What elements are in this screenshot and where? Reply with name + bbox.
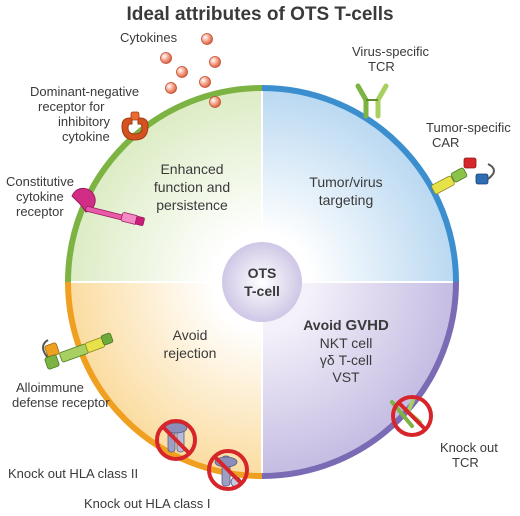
arc-purple [261,281,459,479]
ko-tcr-no-sign-icon [391,395,433,437]
label-cytokines: Cytokines [120,30,178,45]
label-ko-tcr-1: Knock out [440,440,498,455]
label-dominant-negative-4: cytokine [62,129,110,144]
q-top-right-line1: Tumor/virus [309,174,382,190]
q-bottom-right-item-1: NKT cell [320,335,373,351]
label-dominant-negative-2: receptor for [38,99,105,114]
tumor-car-icon [431,157,495,195]
q-bottom-right-item-3: VST [332,369,360,385]
diagram-title: Ideal attributes of OTS T-cells [126,4,394,25]
q-bottom-left-line1: Avoid [173,327,208,343]
label-constitutive-3: receptor [16,204,64,219]
label-dominant-negative-1: Dominant-negative [30,84,139,99]
label-constitutive-1: Constitutive [6,174,74,189]
arc-blue [261,85,459,283]
label-virus-tcr-2: TCR [368,59,395,74]
q-top-left-line2: function and [154,179,230,195]
q-top-left-line3: persistence [156,197,228,213]
quadrant-bottom-right [262,282,456,476]
quadrant-top-left [68,88,262,282]
label-dominant-negative-3: inhibitory [58,114,111,129]
q-bottom-right-heading-prefix: Avoid [303,317,345,333]
alloimmune-receptor-icon [42,332,114,370]
cytokine-balls-icon [160,33,221,108]
q-top-right-line2: targeting [319,192,373,208]
q-top-left-line1: Enhanced [160,161,223,177]
center-circle [222,242,302,322]
label-virus-tcr-1: Virus-specific [352,44,430,59]
virus-tcr-icon [355,83,389,119]
q-bottom-right-heading-bold: GVHD [345,317,389,334]
label-ko-hla2: Knock out HLA class II [8,466,138,481]
dominant-negative-receptor-icon [121,111,149,141]
quadrant-top-right [262,88,456,282]
center-label-2: T-cell [244,283,280,299]
ko-hla1-no-sign-icon [207,449,249,491]
label-alloimmune-1: Alloimmune [16,380,84,395]
q-bottom-right-item-2: γδ T-cell [320,352,372,368]
ko-hla2-no-sign-icon [155,419,197,461]
label-tumor-car-2: CAR [432,135,459,150]
center-label-1: OTS [248,265,277,281]
arc-green [65,85,263,283]
arc-orange [65,281,263,479]
quadrant-bottom-left [68,282,262,476]
label-ko-hla1: Knock out HLA class I [84,496,210,511]
label-alloimmune-2: defense receptor [12,395,110,410]
q-bottom-left-line2: rejection [164,345,217,361]
label-constitutive-2: cytokine [16,189,64,204]
label-ko-tcr-2: TCR [452,455,479,470]
q-bottom-right-heading: Avoid GVHD [303,317,389,334]
label-tumor-car-1: Tumor-specific [426,120,511,135]
constitutive-receptor-icon [71,187,145,226]
